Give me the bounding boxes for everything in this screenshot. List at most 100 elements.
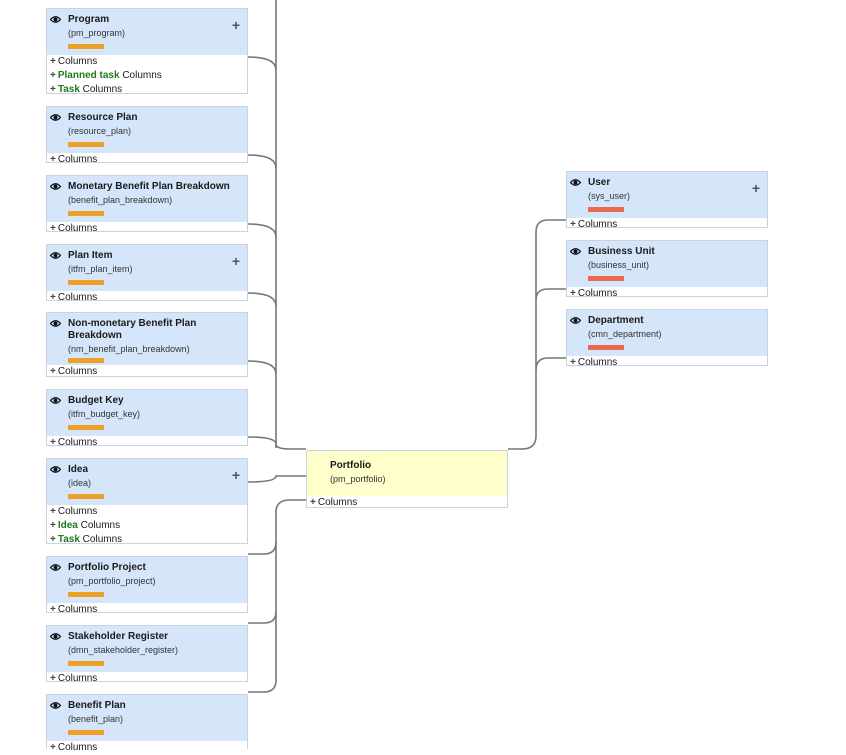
table-name: Monetary Benefit Plan Breakdown	[68, 181, 230, 192]
columns-row[interactable]: +Columns	[50, 366, 98, 377]
columns-row[interactable]: +Columns	[50, 154, 98, 165]
columns-row[interactable]: +Columns	[50, 604, 98, 615]
columns-row[interactable]: +Columns	[50, 56, 98, 67]
connector-line	[247, 292, 277, 307]
related-columns-row[interactable]: +Idea Columns	[50, 520, 121, 531]
table-header[interactable]: User (sys_user) +	[567, 172, 767, 218]
eye-icon[interactable]	[50, 251, 61, 260]
plus-icon: +	[50, 604, 56, 615]
related-columns-row[interactable]: +Planned task Columns	[50, 70, 162, 81]
table-name: Non-monetary Benefit Plan Breakdown	[68, 318, 197, 341]
table-card-plan-item[interactable]: Plan Item (itfm_plan_item) + +Columns	[46, 244, 248, 303]
related-table-label: Task	[57, 84, 80, 95]
table-card-benefit-plan[interactable]: Benefit Plan (benefit_plan) +Columns	[46, 694, 248, 753]
columns-row[interactable]: +Columns	[570, 219, 618, 230]
table-header[interactable]: Benefit Plan (benefit_plan)	[47, 695, 247, 741]
columns-row[interactable]: +Columns	[50, 223, 98, 234]
table-code: (dmn_stakeholder_register)	[68, 645, 179, 655]
columns-row[interactable]: +Columns	[310, 497, 358, 508]
table-header[interactable]: Business Unit (business_unit)	[567, 241, 767, 287]
plus-icon: +	[50, 154, 56, 165]
table-header[interactable]: Budget Key (itfm_budget_key)	[47, 390, 247, 436]
related-columns-row[interactable]: +Task Columns	[50, 84, 123, 95]
table-header[interactable]: Department (cmn_department)	[567, 310, 767, 356]
table-card-idea[interactable]: Idea (idea) + +Columns +Idea Columns +Ta…	[46, 458, 248, 545]
eye-icon[interactable]	[50, 396, 61, 405]
table-color-bar	[68, 211, 104, 216]
table-header[interactable]: Portfolio Project (pm_portfolio_project)	[47, 557, 247, 603]
columns-row[interactable]: +Columns	[50, 673, 98, 684]
table-card-non-monetary-benefit-plan-breakdown[interactable]: Non-monetary Benefit Plan Breakdown (nm_…	[46, 312, 248, 377]
eye-icon[interactable]	[570, 178, 581, 187]
plus-icon: +	[50, 84, 56, 95]
connector-line	[535, 357, 566, 371]
columns-row[interactable]: +Columns	[50, 742, 98, 753]
eye-icon[interactable]	[50, 632, 61, 641]
plus-icon: +	[570, 357, 576, 368]
table-card-program[interactable]: Program (pm_program) + +Columns +Planned…	[46, 8, 248, 95]
eye-icon[interactable]	[50, 15, 61, 24]
table-color-bar	[68, 280, 104, 285]
eye-icon[interactable]	[50, 113, 61, 122]
table-color-bar	[68, 358, 104, 363]
table-card-resource-plan[interactable]: Resource Plan (resource_plan) +Columns	[46, 106, 248, 165]
table-card-stakeholder-register[interactable]: Stakeholder Register (dmn_stakeholder_re…	[46, 625, 248, 684]
expand-plus-icon[interactable]: +	[231, 467, 240, 483]
table-header[interactable]: Monetary Benefit Plan Breakdown (benefit…	[47, 176, 247, 222]
table-card-portfolio[interactable]: Portfolio (pm_portfolio) +Columns	[306, 450, 508, 508]
table-code: (business_unit)	[588, 260, 650, 270]
table-card-portfolio-project[interactable]: Portfolio Project (pm_portfolio_project)…	[46, 556, 248, 615]
eye-icon[interactable]	[50, 701, 61, 710]
expand-plus-icon[interactable]: +	[231, 17, 240, 33]
columns-row[interactable]: +Columns	[50, 292, 98, 303]
plus-icon: +	[50, 366, 56, 377]
table-header[interactable]: Resource Plan (resource_plan)	[47, 107, 247, 153]
table-header[interactable]: Plan Item (itfm_plan_item) +	[47, 245, 247, 291]
connector-line	[508, 219, 566, 450]
expand-plus-icon[interactable]: +	[231, 253, 240, 269]
connector-line	[248, 541, 277, 555]
eye-icon[interactable]	[50, 563, 61, 572]
table-name: Benefit Plan	[68, 700, 126, 711]
expand-plus-icon[interactable]: +	[751, 180, 760, 196]
table-card-budget-key[interactable]: Budget Key (itfm_budget_key) +Columns	[46, 389, 248, 448]
columns-row[interactable]: +Columns	[50, 506, 98, 517]
connector-line	[247, 223, 277, 238]
connector-line	[248, 499, 306, 693]
table-card-user[interactable]: User (sys_user) + +Columns	[566, 171, 768, 230]
table-name: Budget Key	[68, 395, 124, 406]
eye-icon[interactable]	[50, 465, 61, 474]
table-header[interactable]: Stakeholder Register (dmn_stakeholder_re…	[47, 626, 247, 672]
table-card-department[interactable]: Department (cmn_department) +Columns	[566, 309, 768, 368]
eye-icon[interactable]	[50, 319, 61, 328]
table-header[interactable]: Portfolio (pm_portfolio)	[307, 451, 507, 496]
related-columns-row[interactable]: +Task Columns	[50, 534, 123, 545]
table-name: Idea	[68, 464, 89, 475]
columns-row[interactable]: +Columns	[570, 288, 618, 299]
table-card-business-unit[interactable]: Business Unit (business_unit) +Columns	[566, 240, 768, 299]
eye-icon[interactable]	[50, 182, 61, 191]
table-header[interactable]: Program (pm_program) +	[47, 9, 247, 55]
table-header[interactable]: Non-monetary Benefit Plan Breakdown (nm_…	[47, 313, 247, 365]
table-name: Portfolio Project	[68, 562, 146, 573]
table-header[interactable]: Idea (idea) +	[47, 459, 247, 505]
plus-icon: +	[50, 292, 56, 303]
table-name: Plan Item	[68, 250, 113, 261]
table-color-bar	[588, 207, 624, 212]
eye-icon[interactable]	[570, 316, 581, 325]
table-code: (itfm_budget_key)	[68, 409, 141, 419]
table-card-monetary-benefit-plan-breakdown[interactable]: Monetary Benefit Plan Breakdown (benefit…	[46, 175, 248, 234]
table-name: Resource Plan	[68, 112, 138, 123]
table-name: Stakeholder Register	[68, 631, 169, 642]
connector-line	[247, 154, 277, 169]
plus-icon: +	[50, 742, 56, 753]
table-name: Portfolio	[330, 460, 372, 471]
columns-row[interactable]: +Columns	[50, 437, 98, 448]
eye-icon[interactable]	[570, 247, 581, 256]
connector-line	[535, 288, 566, 301]
table-color-bar	[68, 142, 104, 147]
columns-row[interactable]: +Columns	[570, 357, 618, 368]
plus-icon: +	[570, 219, 576, 230]
table-color-bar	[588, 276, 624, 281]
plus-icon: +	[50, 506, 56, 517]
